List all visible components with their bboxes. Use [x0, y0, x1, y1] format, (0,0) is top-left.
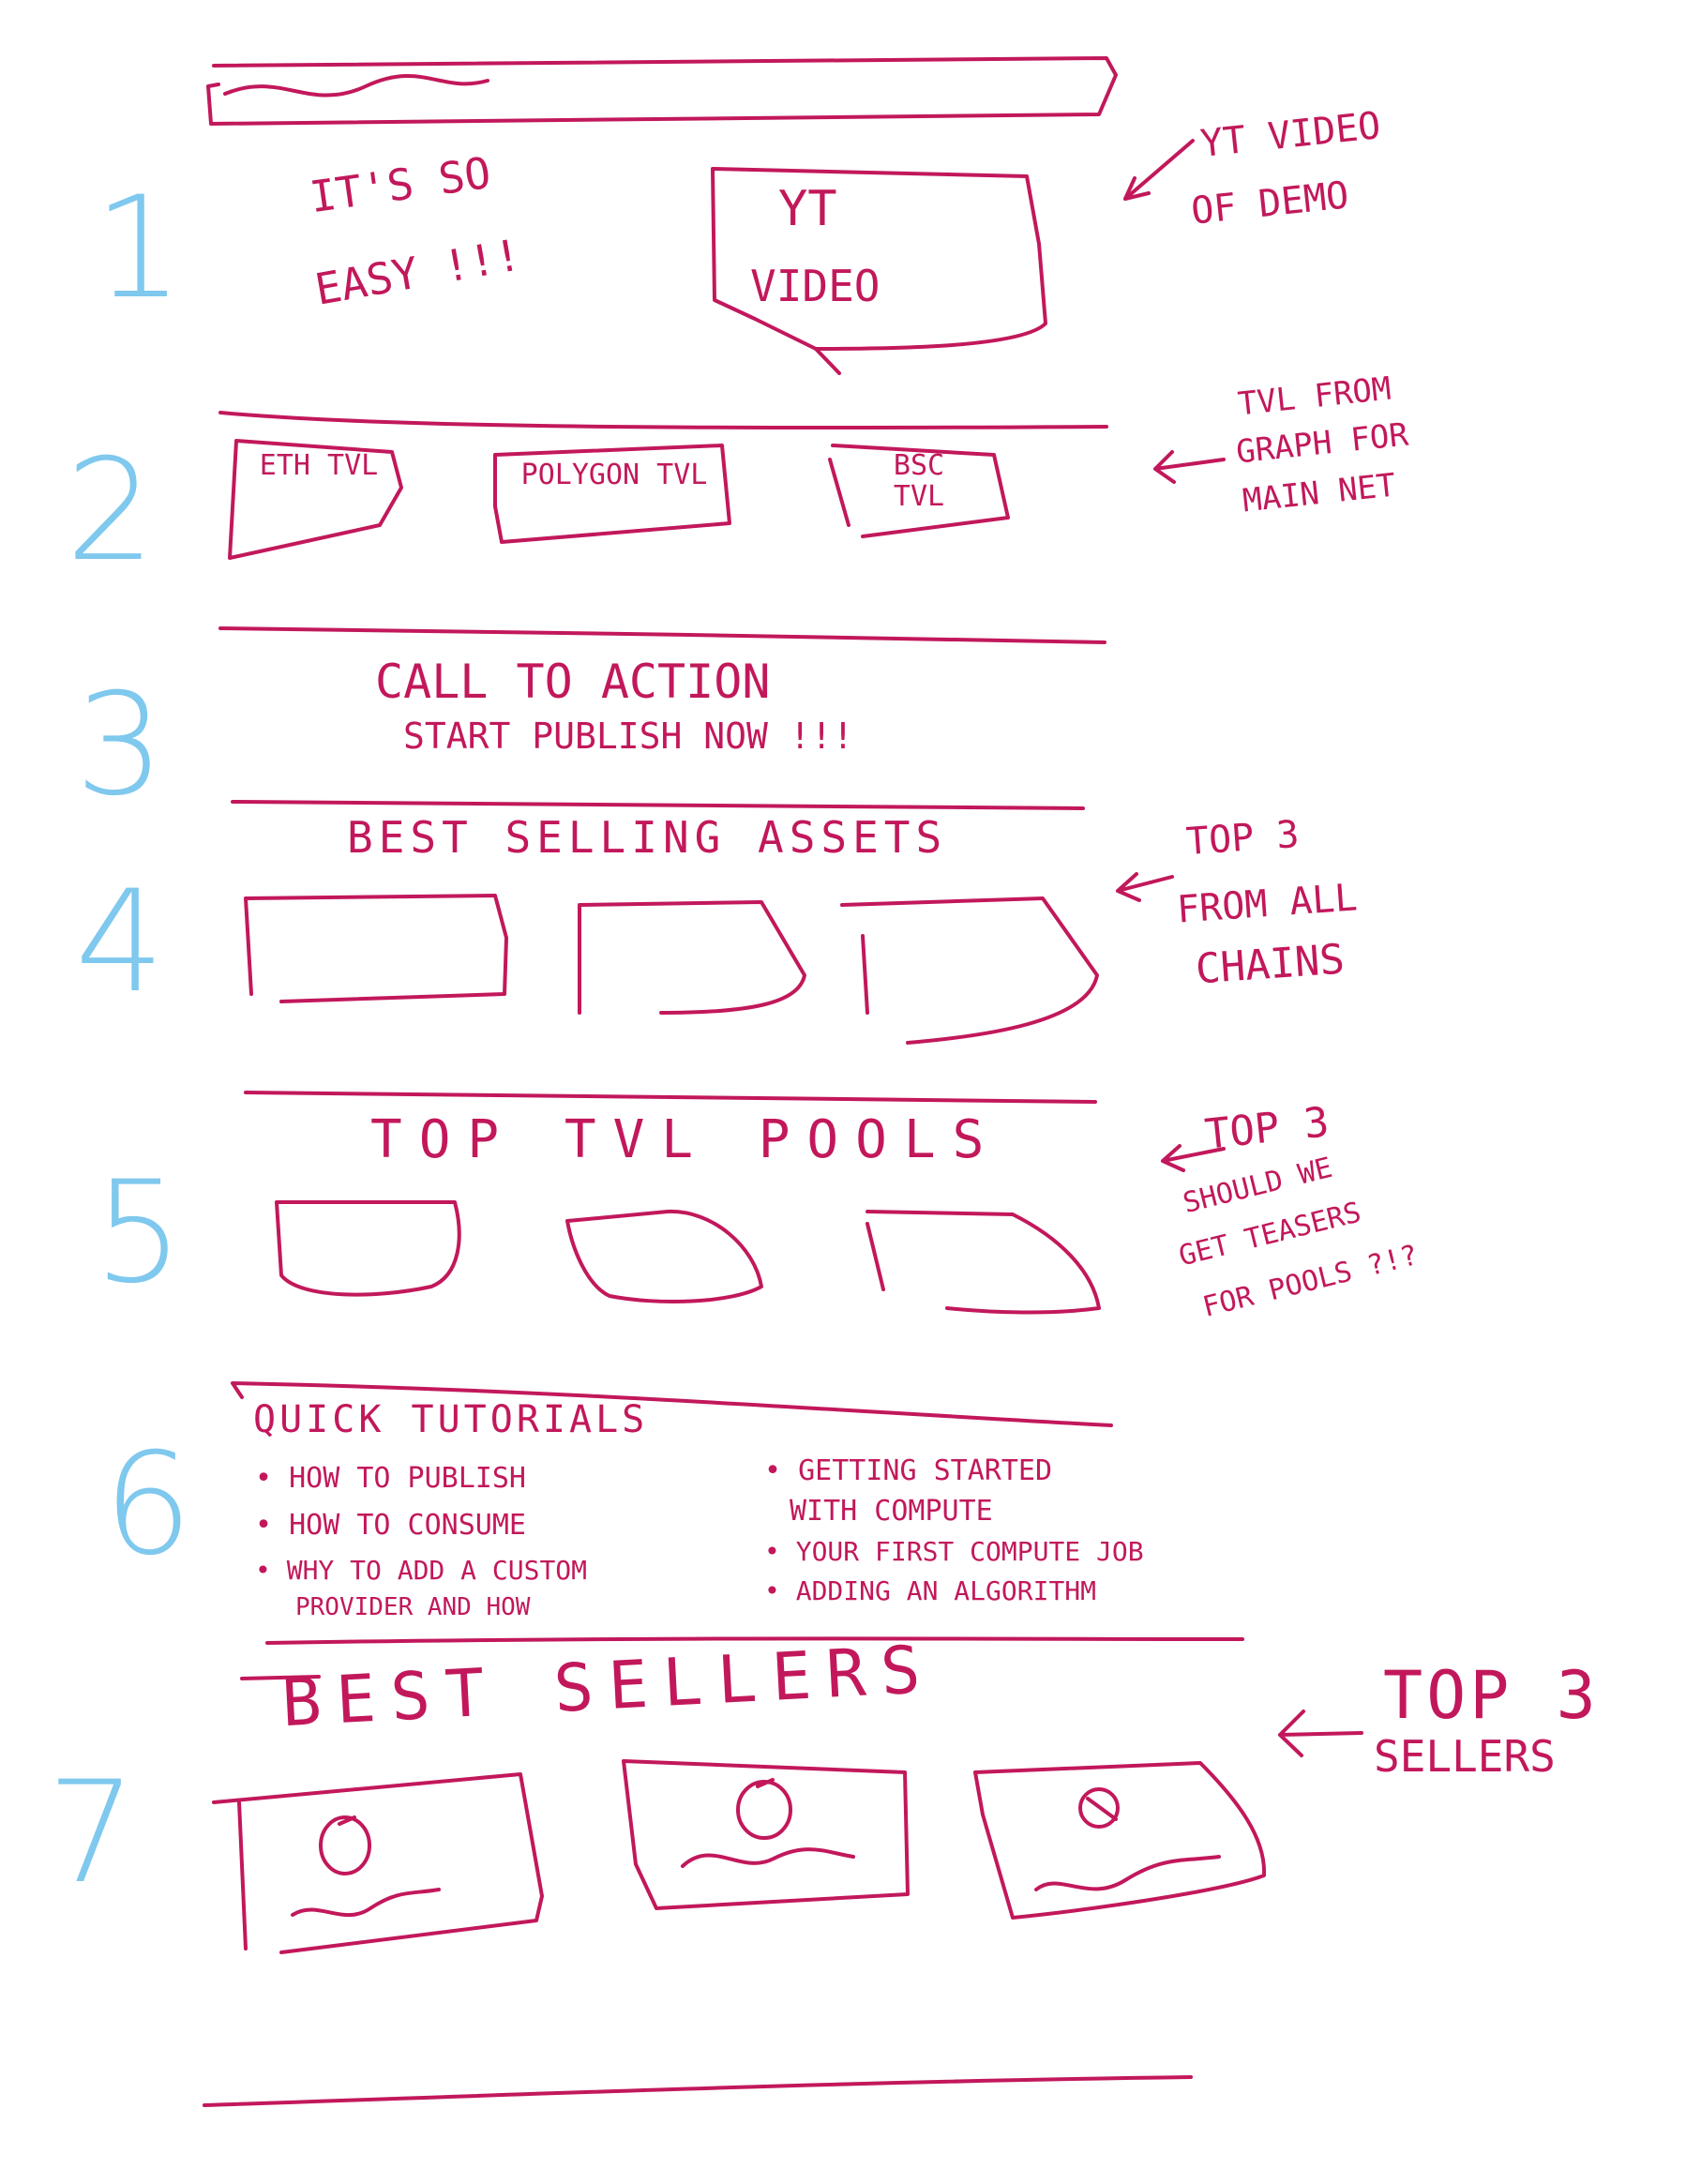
- asset-card-1: [244, 894, 508, 1003]
- tvl-card-eth: [228, 439, 403, 560]
- seller-squiggle-2: [681, 1847, 855, 1868]
- video-label-line1: YT: [778, 181, 837, 237]
- arrow-tvl-note: [1153, 450, 1226, 484]
- pool-card-2: [565, 1209, 763, 1303]
- divider-7: [265, 1636, 1244, 1645]
- header-bar: [206, 56, 1118, 126]
- tutorial-item-custom-provider[interactable]: WHY TO ADD A CUSTOM: [255, 1556, 587, 1586]
- asset-card-3: [840, 896, 1099, 1045]
- tutorials-title: QUICK TUTORIALS: [253, 1398, 649, 1441]
- sellers-note-line2: SELLERS: [1374, 1731, 1556, 1782]
- divider-2: [218, 411, 1108, 430]
- video-label-line2: VIDEO: [750, 261, 881, 311]
- divider-5: [244, 1091, 1097, 1104]
- pool-card-1: [275, 1200, 461, 1297]
- section-number-7: 7: [47, 1752, 137, 1915]
- cta-title: CALL TO ACTION: [375, 655, 771, 709]
- divider-7-tick: [240, 1675, 321, 1680]
- arrow-pools-note: [1161, 1144, 1226, 1172]
- footer-line: [203, 2075, 1193, 2107]
- section-number-3: 3: [75, 664, 165, 827]
- arrow-assets-note: [1116, 872, 1174, 902]
- sellers-note-line1: TOP 3: [1383, 1657, 1600, 1734]
- tvl-card-bsc-label: BSC TVL: [893, 449, 945, 513]
- divider-4: [231, 800, 1085, 810]
- avatar-seller-2: [736, 1778, 792, 1840]
- assets-note-line3: CHAINS: [1194, 935, 1347, 994]
- seller-squiggle-3: [1034, 1855, 1221, 1891]
- section-number-2: 2: [66, 429, 156, 593]
- tutorial-item-getting-started-wrap: WITH COMPUTE: [790, 1495, 993, 1528]
- arrow-sellers-note: [1278, 1710, 1363, 1757]
- arrow-video-note: [1123, 139, 1195, 201]
- video-box-tail: [814, 347, 841, 375]
- assets-title: BEST SELLING ASSETS: [347, 812, 948, 863]
- tutorial-item-getting-started[interactable]: GETTING STARTED: [764, 1455, 1052, 1486]
- seller-card-2: [622, 1759, 910, 1910]
- tutorial-item-custom-provider-wrap: PROVIDER AND HOW: [295, 1593, 531, 1621]
- cta-subtitle: START PUBLISH NOW !!!: [403, 715, 854, 757]
- tutorial-item-how-to-publish[interactable]: HOW TO PUBLISH: [255, 1463, 526, 1494]
- section-number-5: 5: [94, 1152, 184, 1315]
- pools-title: TOP TVL POOLS: [370, 1109, 1001, 1170]
- divider-6: [231, 1381, 1113, 1427]
- avatar-seller-1: [319, 1815, 371, 1875]
- section-number-6: 6: [103, 1423, 193, 1587]
- seller-squiggle-1: [291, 1888, 441, 1918]
- tvl-card-polygon: [493, 444, 731, 544]
- tutorial-item-first-compute-job[interactable]: YOUR FIRST COMPUTE JOB: [764, 1537, 1144, 1567]
- seller-card-1: [212, 1772, 544, 1954]
- seller-card-3: [973, 1761, 1267, 1920]
- tvl-card-eth-label: ETH TVL: [259, 449, 379, 482]
- video-placeholder: [711, 167, 1047, 351]
- tvl-card-polygon-label: POLYGON TVL: [520, 459, 708, 491]
- asset-card-2: [578, 900, 806, 1015]
- assets-note-line1: TOP 3: [1184, 812, 1301, 865]
- tvl-card-bsc: [828, 444, 1010, 538]
- pool-card-3: [866, 1210, 1101, 1315]
- divider-3: [218, 626, 1106, 644]
- section-number-4: 4: [75, 861, 165, 1024]
- avatar-seller-3: [1078, 1787, 1120, 1829]
- tutorial-item-how-to-consume[interactable]: HOW TO CONSUME: [255, 1510, 526, 1541]
- tutorial-item-adding-algorithm[interactable]: ADDING AN ALGORITHM: [764, 1576, 1096, 1606]
- section-number-1: 1: [94, 167, 184, 330]
